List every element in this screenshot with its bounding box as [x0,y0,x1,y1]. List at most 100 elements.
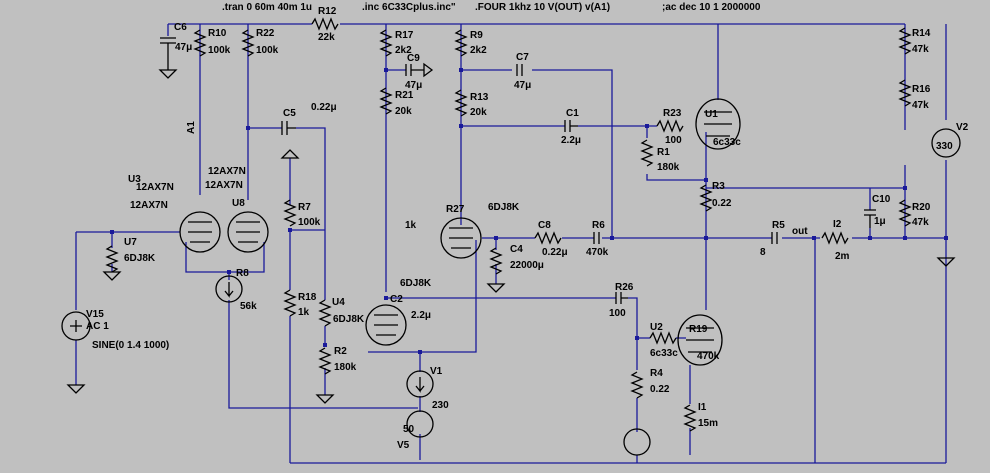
component-label: R21 [395,90,414,101]
resistor-r12 [311,17,339,31]
component-label: 47k [912,44,929,55]
resistor-r4 [683,404,697,432]
resistor-r2 [630,371,644,399]
component-label: 470k [697,351,720,362]
capacitor-c1 [564,120,578,132]
component-label: 0.22 [712,198,732,209]
source-v5 [623,428,651,456]
u3-model-left: 12AX7N [136,182,174,193]
resistor-r6 [489,247,503,275]
v15-ac: AC 1 [86,321,109,332]
components [61,17,961,456]
resistor-r11 [283,199,297,227]
component-label: R16 [912,84,931,95]
component-label: 2m [835,251,850,262]
tube-u7 [440,217,482,259]
component-label: 2k2 [470,45,487,56]
resistor-r13 [454,89,468,117]
component-label: R26 [615,282,634,293]
component-label: U7 [124,237,137,248]
component-label: 22000μ [510,260,544,271]
component-label: 6c33c [713,137,741,148]
component-label: C9 [407,53,420,64]
label-a1: A1 [186,121,197,134]
u3-model-left2: 12AX7N [130,200,168,211]
tube-u4 [365,304,407,346]
resistor-r10 [193,29,207,57]
component-label: V2 [956,122,969,133]
resistor-r19 [318,347,332,375]
component-label: 56k [240,301,257,312]
capacitor-c6 [160,37,176,70]
u8-model-b: 12AX7N [205,180,243,191]
component-label: R1 [657,147,670,158]
component-label: 470k [586,247,609,258]
v15-ref: V15 [86,309,104,320]
source-v15 [61,311,91,341]
component-label: R10 [208,28,227,39]
component-label: 6c33c [650,348,678,359]
component-label: U4 [332,297,345,308]
resistor-r27 [534,231,562,245]
component-label: 1k [405,220,417,231]
component-label: C4 [510,244,523,255]
component-label: C7 [516,52,529,63]
capacitor-c10 [864,209,876,228]
labels: .tran 0 60m 40m 1u .inc 6C33Cplus.inc" .… [86,2,969,451]
component-label: 180k [334,362,357,373]
ground-r7 [102,271,122,281]
capacitor-c8 [593,232,600,244]
resistor-r16 [898,79,912,107]
component-label: 230 [432,400,449,411]
component-label: 6DJ8K [333,314,365,325]
component-label: C2 [390,294,403,305]
source-v2 [931,128,961,158]
capacitor-c7 [516,64,523,76]
component-label: 0.22μ [311,102,337,113]
component-label: U3 [128,174,141,185]
component-label: R14 [912,28,931,39]
ground-c9 [423,62,434,78]
component-label: C8 [538,220,551,231]
ground-r6 [486,283,506,293]
component-label: R3 [712,181,725,192]
component-label: R22 [256,28,275,39]
component-label: C6 [174,22,187,33]
component-label: C1 [566,108,579,119]
resistor-r18 [318,299,332,327]
resistor-r23 [656,119,684,133]
component-label: 0.22 [650,384,670,395]
component-label: R4 [650,368,663,379]
component-label: R7 [298,202,311,213]
component-label: 100k [208,45,231,56]
component-label: 2.2μ [411,310,431,321]
component-label: U1 [705,109,718,120]
junction-dots [110,68,948,354]
resistor-r7 [105,245,119,273]
component-label: 47μ [175,42,192,53]
component-label: R18 [298,292,317,303]
ground-r8-top [280,149,300,159]
component-label: U8 [232,198,245,209]
component-label: 2k2 [395,45,412,56]
resistor-r20 [898,199,912,227]
component-label: V1 [430,366,443,377]
u8-model-a: 12AX7N [208,166,246,177]
source-i1 [406,370,434,398]
component-label: 50 [403,424,415,435]
component-label: R17 [395,30,414,41]
capacitor-c5 [281,121,296,135]
component-label: 47k [912,217,929,228]
component-label: 15m [698,418,718,429]
component-label: 6DJ8K [124,253,156,264]
ground-c6 [158,69,178,79]
component-label: 1k [298,307,310,318]
tube-u8 [227,211,269,253]
component-label: 2.2μ [561,135,581,146]
component-label: I1 [698,402,707,413]
component-label: U2 [650,322,663,333]
wires [75,23,947,464]
capacitor-c2 [615,292,628,304]
